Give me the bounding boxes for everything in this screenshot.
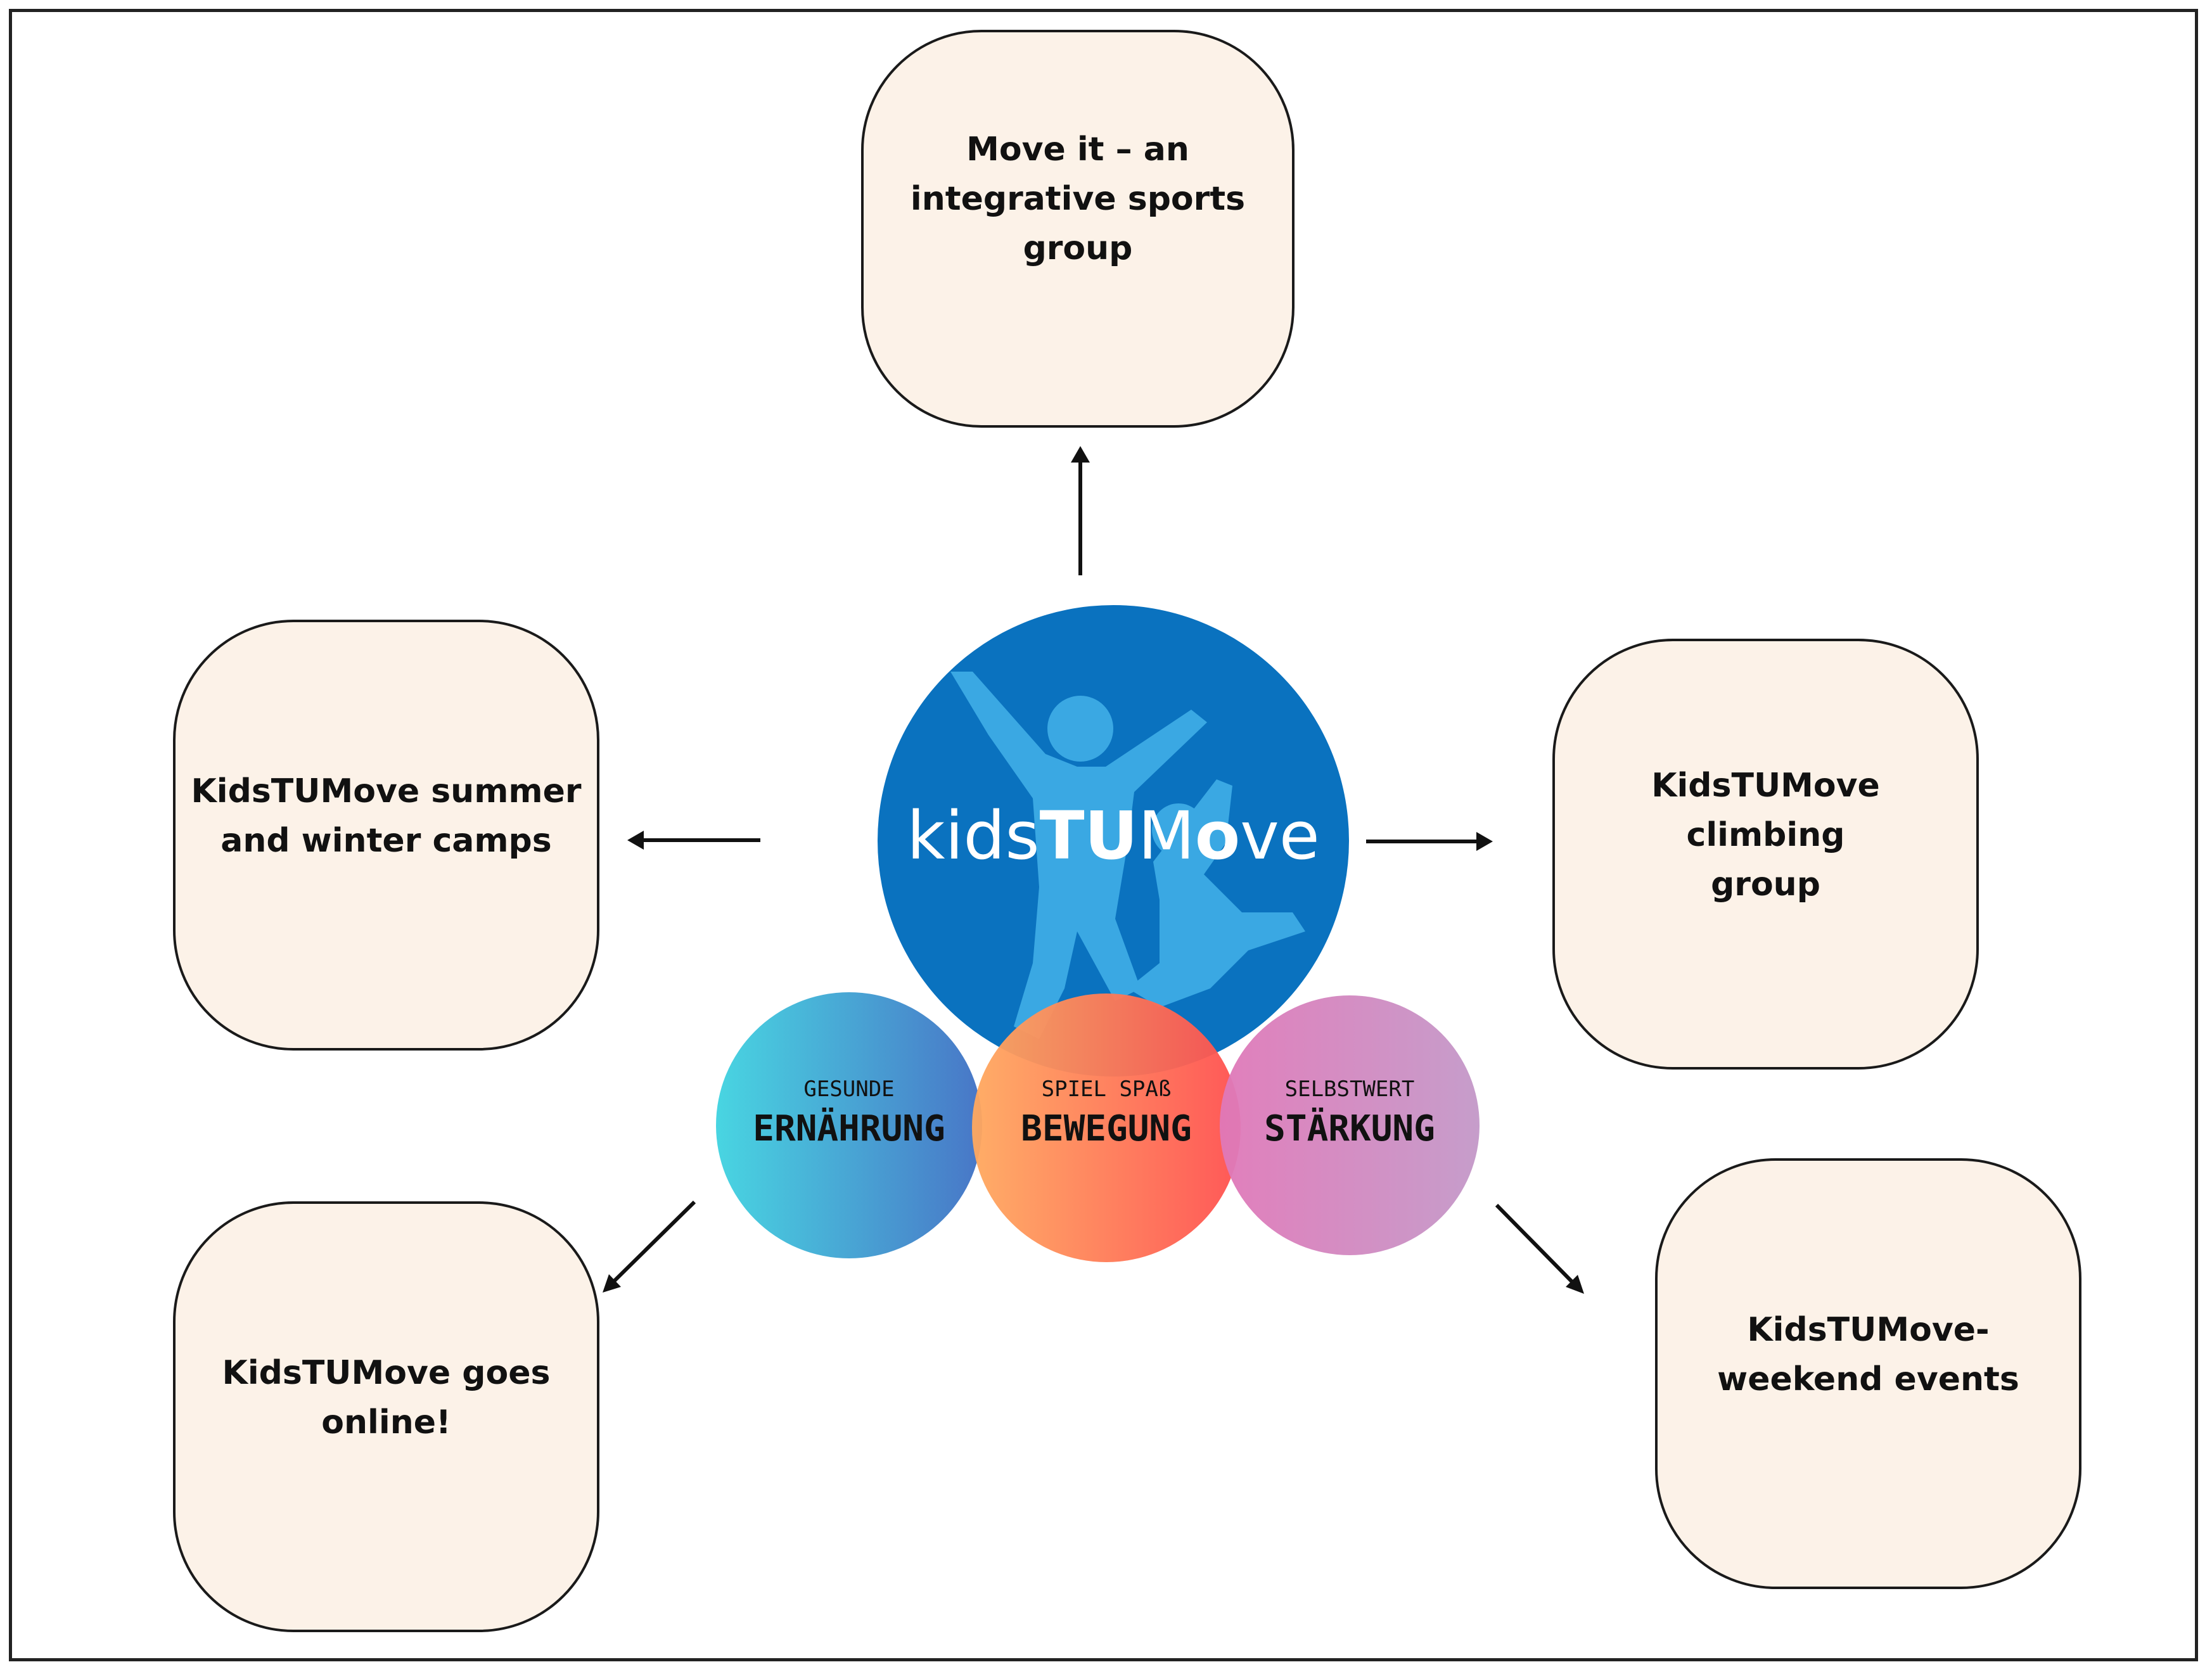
box-weekend-events-label: KidsTUMove- weekend events [1717, 1311, 2019, 1398]
arrow-bottom-left [610, 1200, 696, 1285]
jumping-kids-silhouette [950, 672, 1305, 1039]
box-move-it-label: Move it – an integrative sports group [910, 130, 1246, 267]
box-camps-label: KidsTUMove summer and winter camps [191, 772, 582, 860]
pillar-circle-nutrition [716, 992, 982, 1258]
arrowhead-left [627, 831, 644, 850]
arrowhead-bottom-right [1566, 1275, 1584, 1294]
pillar-2-line2: BEWEGUNG [1021, 1108, 1192, 1149]
arrowhead-up [1071, 446, 1090, 463]
box-climbing: KidsTUMove climbing group [1552, 639, 1979, 1070]
pillar-1-line2: ERNÄHRUNG [753, 1108, 945, 1149]
logo-kids: kids [907, 797, 1039, 874]
logo-tu: TU [1040, 797, 1138, 874]
logo-ve: ve [1240, 797, 1320, 874]
box-online: KidsTUMove goes online! [173, 1201, 599, 1632]
pillar-circle-movement [972, 994, 1241, 1262]
arrowhead-bottom-left [603, 1274, 621, 1293]
arrowhead-right [1476, 832, 1493, 851]
pillar-3-line2: STÄRKUNG [1264, 1108, 1435, 1149]
box-weekend-events: KidsTUMove- weekend events [1655, 1158, 2081, 1589]
pillar-2-line1: SPIEL SPAß [1042, 1077, 1172, 1102]
logo-m: M [1138, 797, 1195, 874]
pillar-3-line1: SELBSTWERT [1285, 1077, 1415, 1102]
pillar-circle-selfesteem [1220, 995, 1480, 1255]
box-online-label: KidsTUMove goes online! [222, 1354, 551, 1441]
pillar-1-line1: GESUNDE [803, 1077, 894, 1102]
diagram-frame [9, 9, 2198, 1661]
arrow-bottom-right [1495, 1203, 1576, 1286]
logo-o: o [1195, 797, 1240, 874]
box-camps: KidsTUMove summer and winter camps [173, 620, 599, 1051]
logo-wordmark: kidsTUMove [907, 797, 1319, 874]
box-climbing-label: KidsTUMove climbing group [1651, 767, 1880, 904]
box-move-it: Move it – an integrative sports group [861, 30, 1295, 428]
